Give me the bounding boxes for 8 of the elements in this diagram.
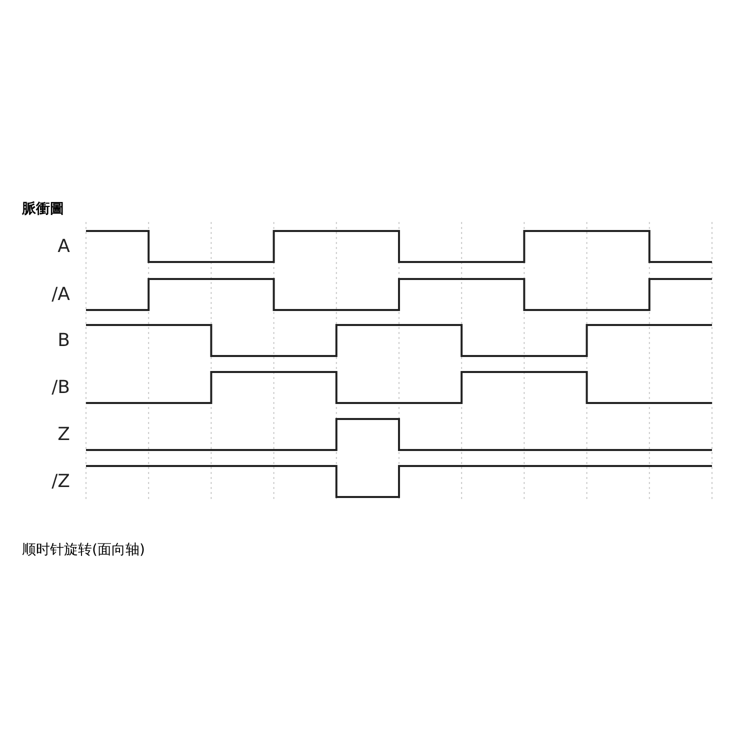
signal-label: /Z (50, 470, 70, 492)
signal-label: A (56, 236, 70, 256)
signal-label: B (56, 330, 70, 350)
diagram-title: 脈衝圖 (22, 200, 64, 218)
caption: 顺时针旋转(面向轴) (22, 541, 145, 559)
signal-label: Z (56, 424, 70, 444)
signal-label: /A (50, 284, 70, 304)
signal-label: /B (50, 376, 70, 398)
